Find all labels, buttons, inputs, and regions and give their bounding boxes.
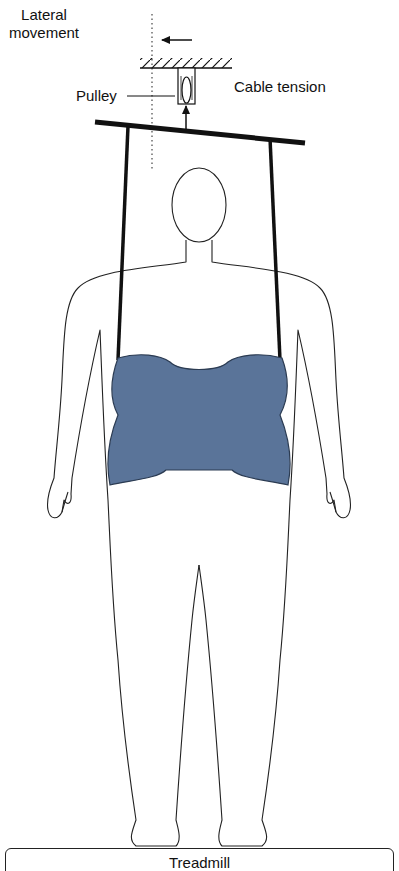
- treadmill-box: Treadmill: [5, 848, 394, 871]
- label: Cable tension: [234, 78, 326, 96]
- human-figure: [47, 168, 350, 846]
- leader-line: [127, 96, 175, 97]
- strap: [118, 126, 128, 360]
- ceiling-hatch: [140, 58, 232, 68]
- node-text: Treadmill: [6, 854, 393, 871]
- strap: [270, 138, 280, 360]
- harness: [108, 355, 290, 485]
- label: Lateral movement: [8, 6, 80, 42]
- cable-arrow: [185, 106, 187, 131]
- label: Pulley: [76, 87, 117, 105]
- pulley-symbol: [178, 68, 195, 104]
- lateral-arrow: [162, 39, 192, 41]
- reference-line: [151, 14, 152, 170]
